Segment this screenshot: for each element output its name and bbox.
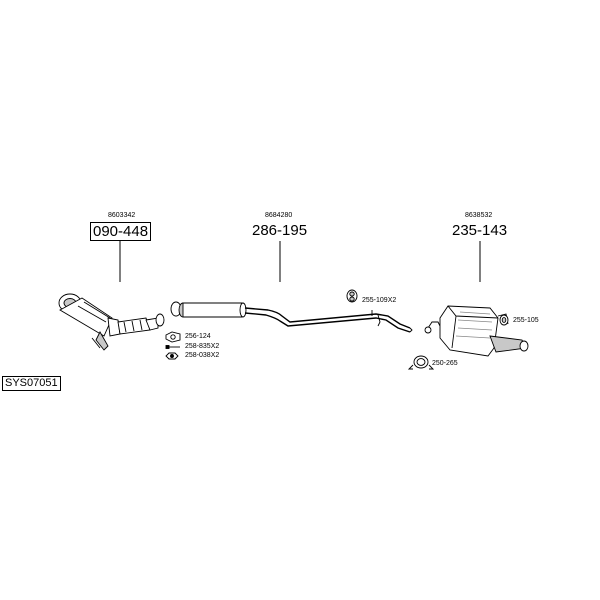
gasket-label[interactable]: 256-124 bbox=[185, 333, 211, 340]
middle-pipe-drawing[interactable] bbox=[170, 301, 413, 333]
system-code: SYS07051 bbox=[2, 376, 61, 391]
middle-pipe-part-number[interactable]: 286-195 bbox=[252, 222, 308, 239]
catalyst-ref: 8603342 bbox=[108, 212, 136, 219]
mount-mid-label[interactable]: 255-109X2 bbox=[362, 297, 397, 304]
rear-silencer-ref: 8638532 bbox=[465, 212, 493, 219]
mount-mid-icon[interactable] bbox=[346, 289, 358, 303]
mount-rear-icon[interactable] bbox=[499, 314, 509, 326]
catalyst-drawing[interactable] bbox=[58, 293, 165, 351]
nut-icon[interactable] bbox=[165, 352, 179, 360]
nut-label[interactable]: 258-038X2 bbox=[185, 352, 220, 359]
bolt-label[interactable]: 258-835X2 bbox=[185, 343, 220, 350]
clamp-icon[interactable] bbox=[407, 355, 435, 370]
middle-pipe-ref: 8684280 bbox=[265, 212, 293, 219]
mount-rear-label[interactable]: 255-105 bbox=[513, 317, 539, 324]
gasket-icon[interactable] bbox=[165, 331, 181, 343]
bolt-icon[interactable] bbox=[165, 345, 180, 349]
catalyst-part-number[interactable]: 090-448 bbox=[90, 222, 152, 241]
rear-silencer-drawing[interactable] bbox=[424, 305, 529, 357]
clamp-label[interactable]: 250-265 bbox=[432, 360, 458, 367]
rear-silencer-part-number[interactable]: 235-143 bbox=[452, 222, 508, 239]
